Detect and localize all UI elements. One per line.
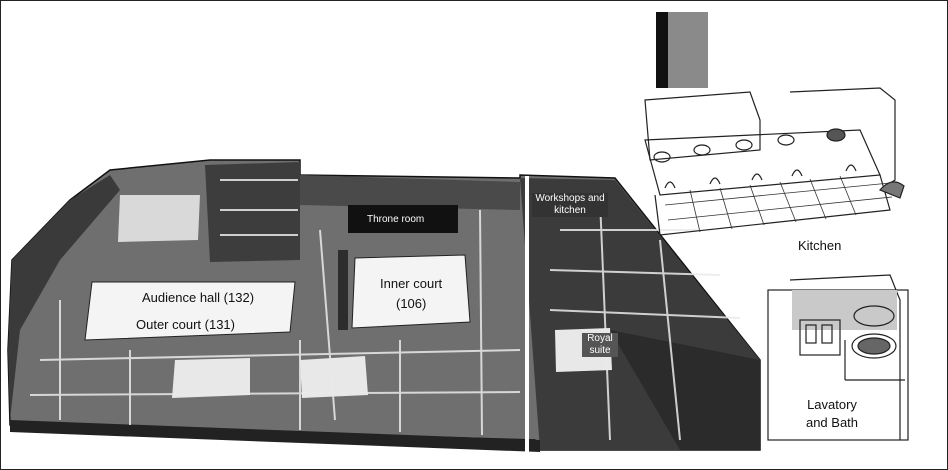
kitchen-sketch <box>644 12 905 236</box>
throne-room-label: Throne room <box>367 214 425 225</box>
throne-room-block <box>348 205 458 233</box>
palace-model <box>7 159 761 455</box>
royal-suite-label: Royal suite <box>582 333 618 357</box>
inner-court-number: (106) <box>396 296 427 311</box>
lavatory-sketch <box>767 274 909 441</box>
kitchen-label: Kitchen <box>798 238 842 253</box>
outer-court-label: Outer court (131) <box>136 317 235 332</box>
inner-court-label: Inner court <box>380 276 443 291</box>
workshops-label: Workshops and kitchen <box>532 193 608 217</box>
audience-hall-label: Audience hall (132) <box>142 290 255 305</box>
lavatory-label: Lavatory and Bath <box>805 397 859 430</box>
